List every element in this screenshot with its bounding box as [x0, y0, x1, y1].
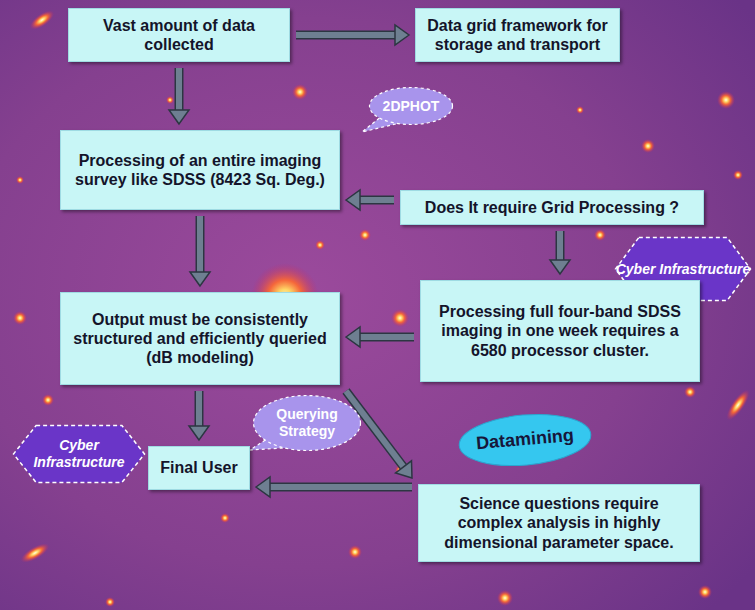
galaxy — [594, 229, 606, 241]
arrow-outline — [360, 333, 414, 342]
process-box: Data grid framework for storage and tran… — [415, 8, 620, 62]
arrow-head — [346, 327, 360, 347]
flow-arrow — [296, 25, 409, 45]
question-box: Does It require Grid Processing ? — [400, 190, 704, 225]
text-block: Processing full four-band SDSS imaging i… — [429, 302, 691, 360]
arrow-outline — [360, 196, 394, 205]
node-label: Cyber Infrastructure — [12, 437, 146, 471]
galaxy — [348, 545, 362, 559]
arrow-outline — [195, 391, 204, 426]
galaxy — [391, 309, 409, 327]
arrow-head — [169, 110, 189, 124]
galaxy — [42, 394, 54, 406]
galaxy — [292, 84, 308, 100]
galaxy — [684, 386, 696, 398]
flow-arrow — [169, 68, 189, 124]
galaxy — [717, 91, 735, 109]
galaxy — [359, 229, 371, 241]
bubble-shape — [370, 88, 453, 125]
node-label: Does It require Grid Processing ? — [425, 198, 679, 217]
galaxy — [733, 170, 743, 180]
flow-arrow — [190, 216, 210, 286]
arrow-outline — [296, 31, 395, 40]
text-block: Cyber Infrastructure — [12, 437, 146, 471]
text-block: Final User — [160, 458, 237, 477]
text-block: Cyber Infrastructure — [616, 261, 751, 278]
arrow-head — [396, 461, 412, 478]
arrow-outline — [196, 216, 205, 272]
arrow-head — [346, 190, 360, 210]
arrow-line — [296, 32, 395, 38]
arrow-head — [190, 272, 210, 286]
text-block: Vast amount of data collected — [77, 16, 281, 54]
flow-arrow — [346, 190, 394, 210]
arrow-head — [256, 477, 270, 497]
galaxy — [16, 176, 24, 184]
arrow-head — [550, 260, 570, 274]
arrow-line — [197, 216, 203, 272]
node-label: Final User — [160, 458, 237, 477]
text-block: Data grid framework for storage and tran… — [424, 16, 611, 54]
node-label: Vast amount of data collected — [77, 16, 281, 54]
process-box: Final User — [148, 446, 250, 490]
text-block: Does It require Grid Processing ? — [425, 198, 679, 217]
node-label: Data grid framework for storage and tran… — [424, 16, 611, 54]
speech-bubble: Querying Strategy — [252, 394, 362, 452]
node-label: Querying Strategy — [252, 406, 362, 440]
process-box: Processing full four-band SDSS imaging i… — [420, 280, 700, 382]
hexagon-badge: Cyber Infrastructure — [12, 424, 146, 484]
galaxy — [166, 96, 174, 104]
galaxy — [698, 585, 712, 599]
process-box: Science questions require complex analys… — [418, 484, 700, 562]
node-label: Output must be consistently structured a… — [69, 310, 331, 368]
text-block: Output must be consistently structured a… — [69, 310, 331, 368]
arrow-outline — [175, 68, 184, 110]
process-box: Output must be consistently structured a… — [60, 292, 340, 385]
ellipse-badge: Datamining — [458, 414, 592, 466]
arrow-line — [557, 231, 563, 260]
process-box: Processing of an entire imaging survey l… — [60, 130, 340, 210]
galaxy — [13, 311, 27, 325]
flow-arrow — [189, 391, 209, 440]
galaxy — [641, 139, 655, 153]
arrow-line — [360, 334, 414, 340]
galaxy — [18, 540, 52, 566]
arrow-outline — [270, 483, 412, 492]
ellipse-shape — [457, 409, 593, 470]
flow-arrow — [346, 327, 414, 347]
galaxy — [576, 106, 584, 114]
galaxy — [497, 590, 513, 606]
galaxy — [220, 513, 230, 523]
process-box: Vast amount of data collected — [68, 8, 290, 62]
text-block: Querying Strategy — [252, 406, 362, 440]
arrow-line — [176, 68, 182, 110]
arrow-line — [360, 197, 394, 203]
text-block: Processing of an entire imaging survey l… — [69, 151, 331, 189]
arrow-head — [189, 426, 209, 440]
galaxy — [723, 387, 753, 423]
arrow-line — [270, 484, 412, 490]
arrow-line — [196, 391, 202, 426]
flow-arrow — [256, 477, 412, 497]
text-block: 2DPHOT — [383, 98, 440, 115]
galaxy — [105, 597, 115, 607]
text-block: Science questions require complex analys… — [427, 494, 691, 552]
flow-arrow — [550, 231, 570, 274]
arrow-outline — [556, 231, 565, 260]
galaxy — [315, 240, 325, 250]
node-label: Science questions require complex analys… — [427, 494, 691, 552]
node-label: Cyber Infrastructure — [616, 261, 751, 278]
speech-bubble: 2DPHOT — [368, 86, 454, 126]
galaxy — [27, 7, 57, 33]
node-label: Processing full four-band SDSS imaging i… — [429, 302, 691, 360]
arrow-head — [395, 25, 409, 45]
node-label: 2DPHOT — [383, 98, 440, 115]
node-label: Processing of an entire imaging survey l… — [69, 151, 331, 189]
